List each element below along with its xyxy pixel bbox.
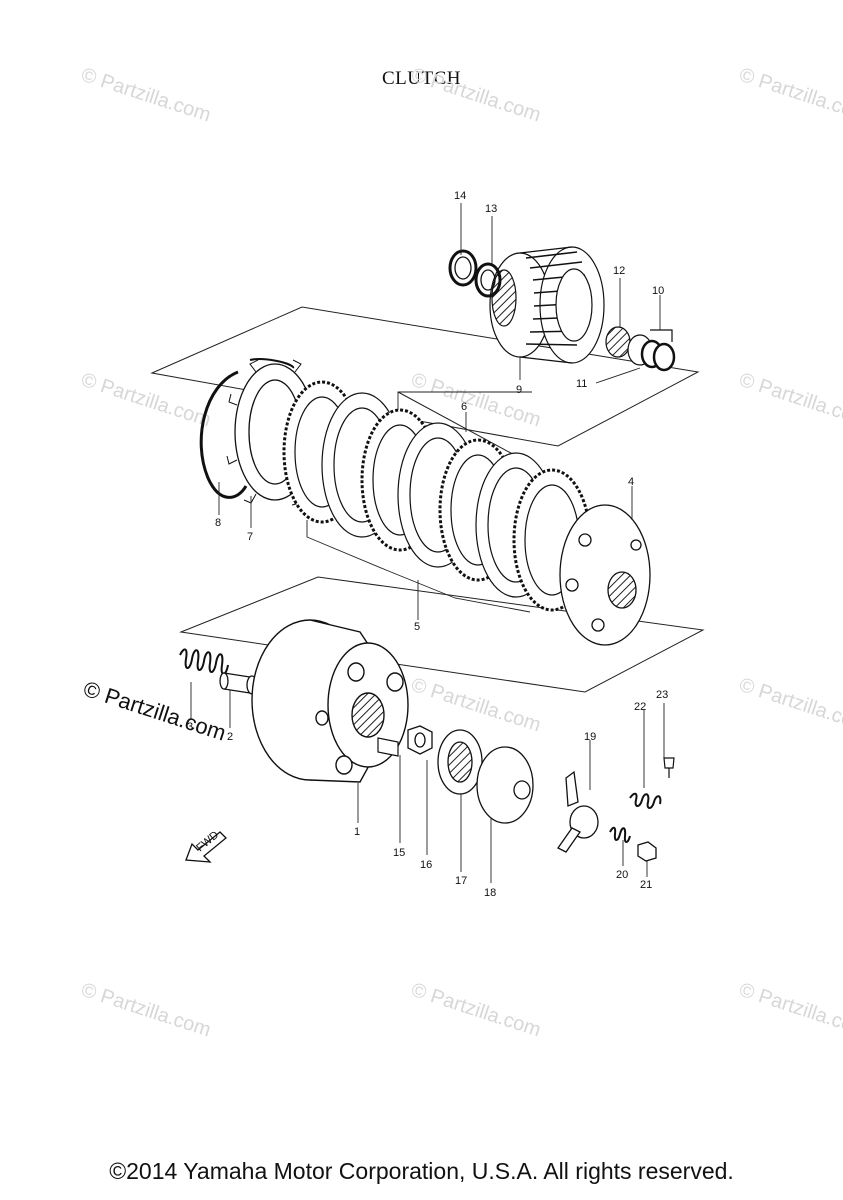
clutch-housing [489,246,605,364]
callout-14: 14 [454,190,466,202]
release-bearing [437,729,483,795]
callout-19: 19 [584,731,596,743]
callout-22: 22 [634,701,646,713]
callout-13: 13 [485,203,497,215]
callout-5: 5 [414,621,420,633]
adjuster-spring [609,826,631,843]
callout-labels: 1 2 3 4 5 6 7 8 9 10 11 12 13 14 15 16 1… [187,190,668,899]
fwd-arrow-icon: FWD [185,829,227,863]
plate-stack [282,380,592,612]
adjuster-nut [637,841,657,862]
release-lever [557,770,599,853]
watermark-dark: © Partzilla.com [80,676,229,746]
callout-11: 11 [576,378,587,390]
callout-12: 12 [613,265,625,277]
watermark: © Partzilla.com [408,64,543,127]
callout-8: 8 [215,517,221,529]
primary-housing [251,619,409,783]
callout-6: 6 [461,401,467,413]
callout-3: 3 [187,721,193,733]
watermark: © Partzilla.com [736,64,843,127]
return-spring [629,792,662,809]
watermark: © Partzilla.com [78,979,213,1042]
callout-15: 15 [393,847,405,859]
callout-18: 18 [484,887,496,899]
diagram-title: CLUTCH [382,68,461,89]
bearing-spacer-group [605,326,676,372]
push-rod [377,737,399,757]
watermark: © Partzilla.com [736,979,843,1042]
lock-nut [407,725,433,755]
callout-20: 20 [616,869,628,881]
watermark: © Partzilla.com [736,369,843,432]
callout-23: 23 [656,689,668,701]
callout-9: 9 [516,384,522,396]
release-plate [476,746,534,824]
watermark: © Partzilla.com [736,674,843,737]
clutch-boss [559,504,651,646]
callout-7: 7 [247,531,253,543]
watermark: © Partzilla.com [78,369,213,432]
callout-17: 17 [455,875,467,887]
watermark: © Partzilla.com [408,369,543,432]
watermark: © Partzilla.com [78,64,213,127]
callout-4: 4 [628,476,634,488]
copyright-notice: ©2014 Yamaha Motor Corporation, U.S.A. A… [109,1158,734,1184]
callout-10: 10 [652,285,664,297]
callout-2: 2 [227,731,233,743]
clutch-spring [179,648,229,675]
thrust-washers [448,249,502,298]
callout-21: 21 [640,879,652,891]
spring-screw [219,672,258,695]
watermark: © Partzilla.com [408,979,543,1042]
adjust-screw [663,757,675,778]
leader-lines [190,203,665,883]
callout-1: 1 [354,826,360,838]
circlip [199,358,295,499]
callout-16: 16 [420,859,432,871]
